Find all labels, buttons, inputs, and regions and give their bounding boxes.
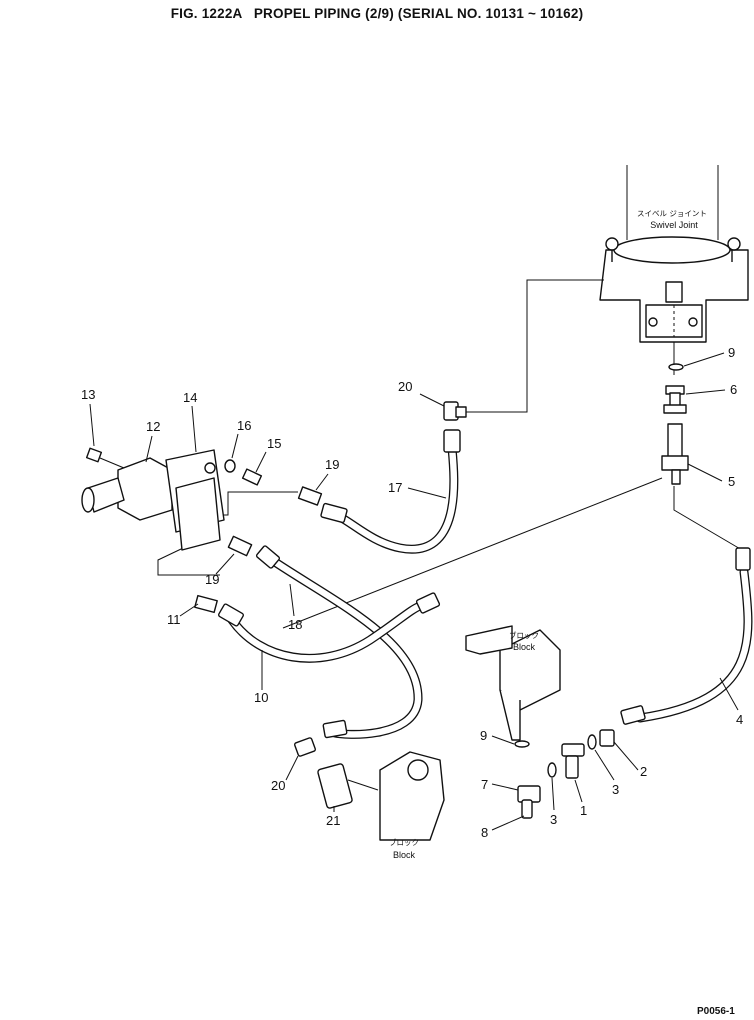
plug-8 [521, 799, 533, 819]
callout-20a: 20 [398, 379, 412, 394]
hoses [227, 443, 753, 739]
callout-10: 10 [254, 690, 268, 705]
washer-16 [224, 459, 236, 473]
o-ring-3b [547, 762, 557, 778]
o-ring-9-block [514, 740, 530, 748]
callout-21: 21 [326, 813, 340, 828]
callout-16: 16 [237, 418, 251, 433]
callout-15: 15 [267, 436, 281, 451]
callout-9a: 9 [728, 345, 735, 360]
callout-3a: 3 [612, 782, 619, 797]
block-mid-label-jp: ブロック [509, 630, 539, 640]
callout-18: 18 [288, 617, 302, 632]
callout-8: 8 [481, 825, 488, 840]
page-code: P0056-1 [697, 1006, 735, 1017]
callout-7: 7 [481, 777, 488, 792]
block-mid: ブロック Block [465, 625, 561, 748]
tee-5-stem [667, 423, 683, 461]
connectors-19 [194, 486, 323, 614]
callout-13: 13 [81, 387, 95, 402]
callout-2: 2 [640, 764, 647, 779]
valve-12 [117, 457, 173, 521]
callout-12: 12 [146, 419, 160, 434]
callouts: 1 2 3 3 4 5 6 7 8 9 9 10 11 12 13 14 15 … [81, 345, 743, 840]
left-valve-assembly [81, 447, 263, 551]
callout-19b: 19 [205, 572, 219, 587]
callout-9b: 9 [480, 728, 487, 743]
bolt-13-head [85, 447, 103, 463]
callout-19a: 19 [325, 457, 339, 472]
callout-11: 11 [167, 612, 181, 627]
block-bottom: ブロック Block [294, 737, 445, 860]
elbow-1 [561, 743, 585, 757]
o-ring-9-top [668, 363, 684, 371]
callout-14: 14 [183, 390, 197, 405]
callout-20b: 20 [271, 778, 285, 793]
swivel-label-jp: スイベル ジョイント [637, 209, 707, 218]
callout-17: 17 [388, 480, 402, 495]
swivel-label: Swivel Joint [650, 220, 698, 230]
swivel-joint: スイベル ジョイント Swivel Joint [599, 165, 749, 343]
coupling-21 [317, 763, 353, 809]
adapter-2 [599, 729, 615, 747]
hose-fittings [218, 429, 751, 739]
small-fittings [517, 729, 615, 819]
o-ring-3 [587, 734, 597, 750]
block-mid-label: Block [513, 642, 536, 652]
bolt-15 [241, 468, 263, 486]
callout-5: 5 [728, 474, 735, 489]
figure-title: FIG. 1222A PROPEL PIPING (2/9) (SERIAL N… [170, 6, 584, 21]
block-bottom-label-jp: ブロック [389, 837, 419, 847]
elbow-20-top [443, 401, 467, 421]
block-bottom-label: Block [393, 850, 416, 860]
callout-4: 4 [736, 712, 743, 727]
fitting-assembly-right [661, 363, 689, 485]
callout-6: 6 [730, 382, 737, 397]
gasket-14 [175, 477, 221, 551]
callout-3b: 3 [550, 812, 557, 827]
callout-1: 1 [580, 803, 587, 818]
elbow-20-bottom [294, 737, 316, 757]
